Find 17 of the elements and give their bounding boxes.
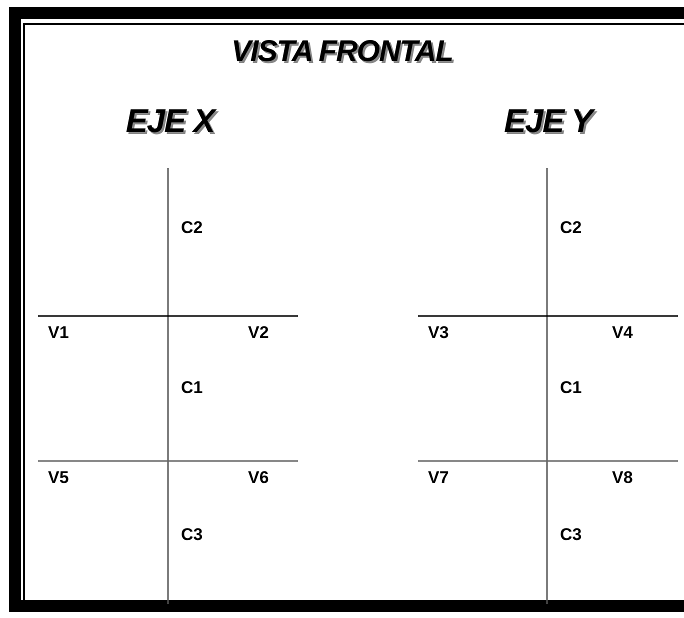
view-label: C3 bbox=[181, 525, 203, 545]
view-label: C2 bbox=[560, 218, 582, 238]
view-label: V1 bbox=[48, 323, 69, 343]
view-label: C1 bbox=[560, 378, 582, 398]
axis-heading: EJE Y bbox=[478, 102, 618, 140]
view-label: C2 bbox=[181, 218, 203, 238]
title: VISTA FRONTAL bbox=[230, 35, 454, 69]
view-label: C3 bbox=[560, 525, 582, 545]
view-label: C1 bbox=[181, 378, 203, 398]
view-label: V6 bbox=[248, 468, 269, 488]
view-label: V7 bbox=[428, 468, 449, 488]
view-label: V4 bbox=[612, 323, 633, 343]
view-label: V2 bbox=[248, 323, 269, 343]
view-label: V5 bbox=[48, 468, 69, 488]
view-label: V8 bbox=[612, 468, 633, 488]
axis-heading: EJE X bbox=[124, 102, 218, 140]
view-label: V3 bbox=[428, 323, 449, 343]
